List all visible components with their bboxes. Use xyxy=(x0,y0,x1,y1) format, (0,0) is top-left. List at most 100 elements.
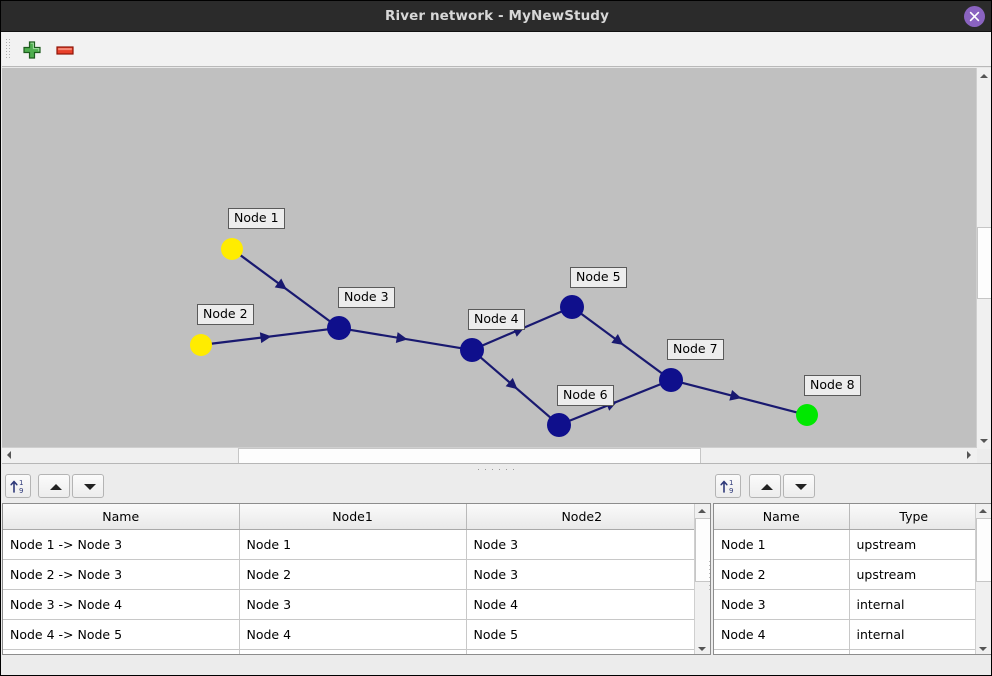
graph-node-label[interactable]: Node 8 xyxy=(804,375,861,396)
scroll-down-arrow[interactable] xyxy=(976,642,990,654)
table-row[interactable] xyxy=(714,649,978,654)
table-cell[interactable] xyxy=(3,649,240,654)
horizontal-pane-splitter[interactable] xyxy=(708,561,711,597)
scroll-up-arrow[interactable] xyxy=(976,504,990,518)
graph-node[interactable] xyxy=(560,295,584,319)
graph-node[interactable] xyxy=(796,404,818,426)
table-cell[interactable]: Node 1 -> Node 3 xyxy=(3,529,240,560)
table-row[interactable] xyxy=(3,649,697,654)
edge-direction-arrow xyxy=(395,332,408,343)
network-graph-svg xyxy=(190,238,818,437)
right-pane-toolbar: 1 9 xyxy=(715,474,985,500)
sort-ascending-icon[interactable]: 1 9 xyxy=(715,474,741,498)
graph-node[interactable] xyxy=(190,334,212,356)
table-cell[interactable]: internal xyxy=(849,619,978,650)
graph-node[interactable] xyxy=(659,368,683,392)
graph-node[interactable] xyxy=(327,316,351,340)
table-cell[interactable]: Node 3 xyxy=(714,589,850,620)
canvas-vertical-scrollbar[interactable] xyxy=(976,68,991,449)
reaches-table-scrollbar[interactable] xyxy=(694,504,710,654)
graph-node-label[interactable]: Node 3 xyxy=(338,287,395,308)
scroll-down-arrow[interactable] xyxy=(977,434,991,449)
table-cell[interactable] xyxy=(466,649,697,654)
scroll-up-arrow[interactable] xyxy=(695,504,709,518)
graph-node[interactable] xyxy=(547,413,571,437)
table-cell[interactable]: Node 2 xyxy=(714,559,850,590)
graph-node-label[interactable]: Node 7 xyxy=(667,339,724,360)
scroll-right-arrow[interactable] xyxy=(962,448,977,462)
table-cell[interactable]: Node 5 xyxy=(466,619,697,650)
table-cell[interactable]: upstream xyxy=(849,529,978,560)
table-cell[interactable]: upstream xyxy=(849,559,978,590)
table-cell[interactable]: Node 3 -> Node 4 xyxy=(3,589,240,620)
graph-canvas-area: Node 1 Node 2 Node 3 Node 4 Node 5 Node 6 Node… xyxy=(2,67,991,464)
triangle-down-icon[interactable] xyxy=(72,474,104,498)
graph-node-label[interactable]: Node 4 xyxy=(468,309,525,330)
table-cell[interactable] xyxy=(714,649,850,654)
column-header[interactable]: Name xyxy=(3,504,240,530)
edge-direction-arrow xyxy=(505,377,518,390)
toolbar-drag-handle[interactable] xyxy=(6,39,11,60)
graph-node[interactable] xyxy=(221,238,243,260)
scroll-left-arrow[interactable] xyxy=(2,448,17,462)
column-header[interactable]: Name xyxy=(714,504,850,530)
table-cell[interactable]: Node 1 xyxy=(714,529,850,560)
triangle-down-icon[interactable] xyxy=(783,474,815,498)
table-cell[interactable] xyxy=(849,649,978,654)
graph-node-label[interactable]: Node 6 xyxy=(557,385,614,406)
triangle-up-icon[interactable] xyxy=(38,474,70,498)
triangle-up-icon[interactable] xyxy=(749,474,781,498)
scroll-down-arrow[interactable] xyxy=(695,642,709,654)
scroll-up-arrow[interactable] xyxy=(977,68,991,83)
nodes-vscroll-thumb[interactable] xyxy=(976,518,991,582)
table-cell[interactable]: Node 3 xyxy=(466,559,697,590)
minus-icon[interactable] xyxy=(53,38,77,62)
table-cell[interactable]: Node 4 -> Node 5 xyxy=(3,619,240,650)
svg-text:1: 1 xyxy=(729,479,733,487)
left-pane-toolbar: 1 9 xyxy=(5,474,705,500)
close-icon[interactable] xyxy=(964,6,985,27)
canvas-horizontal-scrollbar[interactable] xyxy=(2,447,977,464)
graph-node-label[interactable]: Node 2 xyxy=(197,304,254,325)
column-header[interactable]: Node2 xyxy=(466,504,697,530)
table-cell[interactable]: Node 3 xyxy=(466,529,697,560)
graph-node-label[interactable]: Node 5 xyxy=(570,267,627,288)
table-cell[interactable]: Node 2 -> Node 3 xyxy=(3,559,240,590)
canvas-vscroll-thumb[interactable] xyxy=(977,227,991,299)
sort-ascending-icon[interactable]: 1 9 xyxy=(5,474,31,498)
edge-direction-arrow xyxy=(729,390,742,401)
canvas-hscroll-thumb[interactable] xyxy=(238,448,701,464)
plus-icon[interactable] xyxy=(20,38,44,62)
pane-splitter[interactable] xyxy=(2,463,991,476)
table-cell[interactable]: Node 1 xyxy=(239,529,467,560)
nodes-table-scrollbar[interactable] xyxy=(975,504,991,654)
reaches-vscroll-thumb[interactable] xyxy=(695,518,710,582)
table-cell[interactable]: Node 2 xyxy=(239,559,467,590)
table-cell[interactable]: Node 4 xyxy=(239,619,467,650)
table-cell[interactable]: Node 4 xyxy=(466,589,697,620)
splitter-grip xyxy=(478,468,516,471)
edge-direction-arrow xyxy=(611,334,624,345)
table-cell[interactable]: Node 4 xyxy=(714,619,850,650)
column-header[interactable]: Node1 xyxy=(239,504,467,530)
graph-node[interactable] xyxy=(460,338,484,362)
svg-text:1: 1 xyxy=(19,479,23,487)
column-header[interactable]: Type xyxy=(849,504,978,530)
table-cell[interactable]: Node 3 xyxy=(239,589,467,620)
graph-node-label[interactable]: Node 1 xyxy=(228,208,285,229)
table-cell[interactable]: internal xyxy=(849,589,978,620)
table-cell[interactable] xyxy=(239,649,467,654)
network-diagram[interactable]: Node 1 Node 2 Node 3 Node 4 Node 5 Node 6 Node… xyxy=(2,68,977,449)
